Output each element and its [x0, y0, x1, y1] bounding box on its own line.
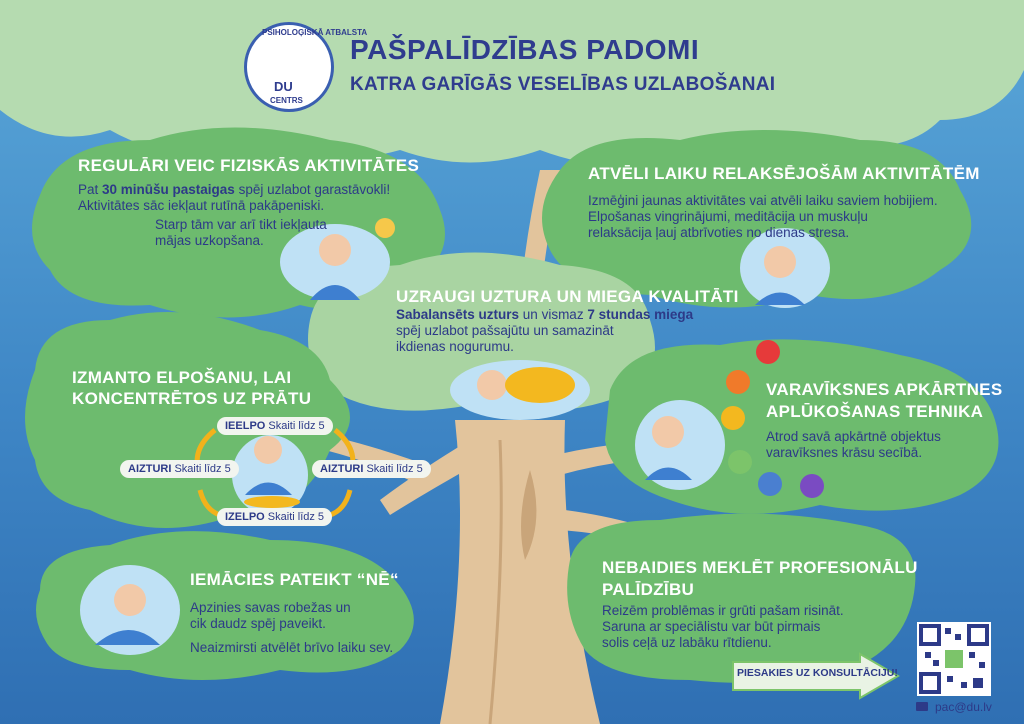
breathing-step-hold-left: AIZTURI Skaiti līdz 5: [120, 460, 239, 478]
envelope-icon: [916, 702, 928, 711]
tip-professional-heading-line2: PALĪDZĪBU: [602, 580, 695, 599]
breathing-step-exhale: IZELPO Skaiti līdz 5: [217, 508, 333, 526]
tip-rainbow-line1: Atrod savā apkārtnē objektus: [766, 429, 941, 444]
tip-rainbow-heading-line2: APLŪKOŠANAS TEHNIKA: [766, 402, 984, 421]
contact-email-link[interactable]: pac@du.lv: [935, 700, 992, 714]
tip-nutrition-heading: UZRAUGI UZTURA UN MIEGA KVALITĀTI: [396, 287, 739, 306]
tip-physical-heading: REGULĀRI VEIC FIZISKĀS AKTIVITĀTES: [78, 156, 420, 175]
tip-say-no-line3: Neaizmirsti atvēlēt brīvo laiku sev.: [190, 640, 394, 655]
consultation-cta-button[interactable]: PIESAKIES UZ KONSULTĀCIJU!: [737, 667, 898, 679]
tip-breathing-heading-line1: IZMANTO ELPOŠANU, LAI: [72, 368, 292, 387]
tip-professional-heading-line1: NEBAIDIES MEKLĒT PROFESIONĀLU: [602, 558, 918, 577]
tip-professional-line1: Reizēm problēmas ir grūti pašam risināt.: [602, 603, 844, 618]
tip-relax-line1: Izmēģini jaunas aktivitātes vai atvēli l…: [588, 193, 938, 208]
rainbow-splotches: [721, 340, 824, 498]
tip-say-no-line2: cik daudz spēj paveikt.: [190, 616, 326, 631]
logo-ring-text: PSIHOLOĢISKĀ ATBALSTA: [262, 28, 368, 37]
logo-du-text: DU: [274, 79, 293, 94]
logo-centrs-text: CENTRS: [270, 96, 303, 105]
tip-rainbow-heading-line1: VARAVĪKSNES APKĀRTNES: [766, 380, 1003, 399]
qr-code-icon[interactable]: [917, 622, 991, 696]
tip-physical-line4: mājas uzkopšana.: [155, 233, 264, 248]
breathing-step-hold-right: AIZTURI Skaiti līdz 5: [312, 460, 431, 478]
poster-subtitle: KATRA GARĪGĀS VESELĪBAS UZLABOŠANAI: [350, 74, 776, 95]
tip-professional-line2: Saruna ar speciālistu var būt pirmais: [602, 619, 821, 634]
poster-title: PAŠPALĪDZĪBAS PADOMI: [350, 34, 700, 65]
tip-say-no-line1: Apzinies savas robežas un: [190, 600, 351, 615]
tip-nutrition-line1: Sabalansēts uzturs un vismaz 7 stundas m…: [396, 307, 694, 322]
tip-nutrition-line3: ikdienas nogurumu.: [396, 339, 514, 354]
tip-rainbow-line2: varavīksnes krāsu secībā.: [766, 445, 923, 460]
du-centre-logo: [244, 22, 334, 112]
tip-nutrition-line2: spēj uzlabot pašsajūtu un samazināt: [396, 323, 614, 338]
breathing-step-inhale: IEELPO Skaiti līdz 5: [217, 417, 333, 435]
tip-relax-line2: Elpošanas vingrinājumi, meditācija un mu…: [588, 209, 868, 224]
tip-say-no-heading: IEMĀCIES PATEIKT “NĒ“: [190, 570, 399, 589]
tip-physical-line1: Pat 30 minūšu pastaigas spēj uzlabot gar…: [78, 182, 391, 197]
tip-relax-heading: ATVĒLI LAIKU RELAKSĒJOŠĀM AKTIVITĀTĒM: [588, 164, 980, 183]
tip-professional-line3: solis ceļā uz labāku rītdienu.: [602, 635, 772, 650]
tip-physical-line2: Aktivitātes sāc iekļaut rutīnā pakāpenis…: [78, 198, 325, 213]
tip-breathing-heading-line2: KONCENTRĒTOS UZ PRĀTU: [72, 389, 312, 408]
tip-physical-line3: Starp tām var arī tikt iekļauta: [155, 217, 327, 232]
tip-relax-line3: relaksācija ļauj atbrīvoties no dienas s…: [588, 225, 850, 240]
